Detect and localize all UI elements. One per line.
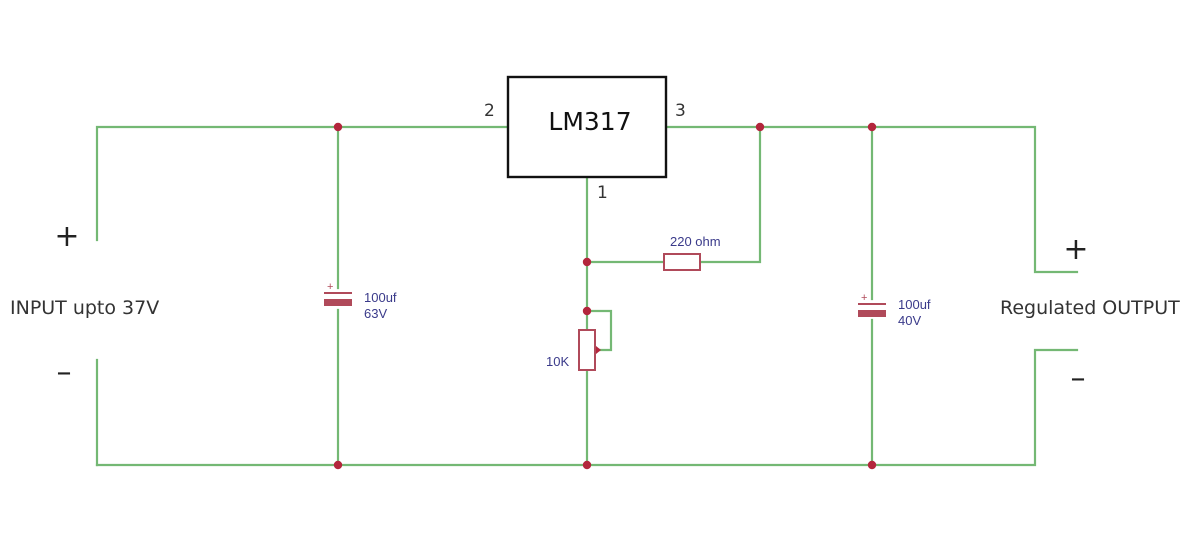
output-minus-sign: – bbox=[1071, 361, 1086, 396]
output-rail bbox=[664, 125, 1079, 274]
lm317-ic: LM317 2 3 1 bbox=[484, 75, 686, 203]
input-plus-sign: + bbox=[54, 219, 79, 254]
input-label: INPUT upto 37V bbox=[10, 297, 159, 319]
ic-body bbox=[506, 75, 668, 179]
cin-voltage: 63V bbox=[364, 306, 387, 321]
resistor-220: 220 ohm bbox=[663, 234, 721, 271]
output-terminal: + Regulated OUTPUT – bbox=[1000, 232, 1180, 396]
output-capacitor: + 100uf 40V bbox=[858, 292, 931, 328]
cin-polarity: + bbox=[327, 281, 333, 293]
output-label: Regulated OUTPUT bbox=[1000, 297, 1180, 319]
junction-node bbox=[582, 306, 592, 316]
pot-wiper-loop bbox=[585, 309, 613, 352]
ic-name: LM317 bbox=[548, 107, 631, 136]
junction-node bbox=[333, 122, 343, 132]
junction-node bbox=[333, 460, 343, 470]
junctions bbox=[333, 122, 877, 470]
pot-body bbox=[578, 329, 596, 371]
output-plus-sign: + bbox=[1063, 232, 1088, 267]
cout-plate-bottom bbox=[858, 310, 886, 317]
junction-node bbox=[582, 460, 592, 470]
input-minus-sign: – bbox=[57, 355, 72, 390]
wires bbox=[95, 125, 1079, 467]
pin-3-label: 3 bbox=[675, 101, 686, 121]
input-capacitor: + 100uf 63V bbox=[324, 281, 397, 321]
resistor-value: 220 ohm bbox=[670, 234, 721, 249]
ground-rail bbox=[95, 348, 1079, 467]
resistor-body bbox=[663, 253, 701, 271]
pin-2-label: 2 bbox=[484, 101, 495, 121]
input-terminal: + INPUT upto 37V – bbox=[10, 219, 159, 390]
junction-node bbox=[582, 257, 592, 267]
junction-node bbox=[867, 122, 877, 132]
junction-node bbox=[755, 122, 765, 132]
junction-node bbox=[867, 460, 877, 470]
cin-plate-bottom bbox=[324, 299, 352, 306]
pot-wiper-arrow bbox=[596, 346, 601, 354]
cout-voltage: 40V bbox=[898, 313, 921, 328]
resistor-right-lead bbox=[698, 125, 762, 264]
cout-value: 100uf bbox=[898, 297, 931, 312]
cout-polarity: + bbox=[861, 292, 867, 304]
pin-1-label: 1 bbox=[597, 183, 608, 203]
potentiometer-10k: 10K bbox=[546, 329, 601, 371]
pot-value: 10K bbox=[546, 354, 569, 369]
input-plus-wire bbox=[95, 125, 510, 242]
cin-value: 100uf bbox=[364, 290, 397, 305]
